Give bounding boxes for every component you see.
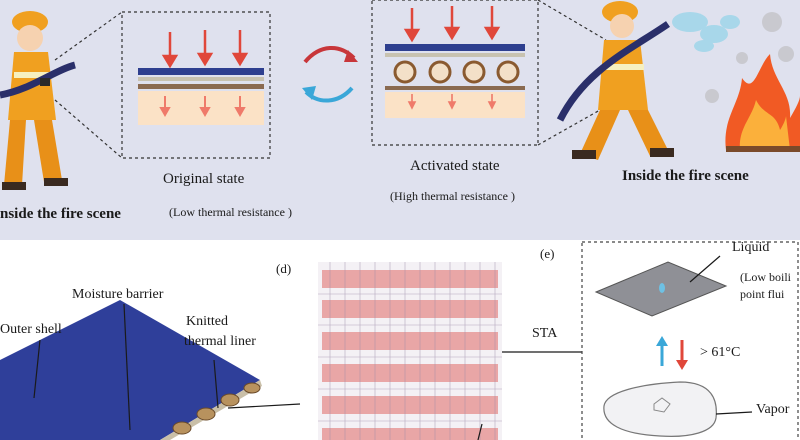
activated-state-panel <box>371 0 539 146</box>
original-state-subtitle: (Low thermal resistance ) <box>169 205 292 219</box>
phase-change-arrows-icon <box>656 336 688 370</box>
fire-scene-label-left: nside the fire scene <box>0 206 121 222</box>
fabric-leader-lines <box>33 303 301 431</box>
panel-d-label: (d) <box>276 261 292 276</box>
moisture-barrier-label: Moisture barrier <box>72 287 164 302</box>
outer-shell-label: Outer shell <box>0 322 62 337</box>
vapor-label: Vapor <box>756 402 790 417</box>
smoke-icon <box>705 12 794 103</box>
activated-state-subtitle: (High thermal resistance ) <box>390 189 515 203</box>
original-state-panel <box>121 11 271 159</box>
sta-label: STA <box>532 326 558 341</box>
fabric-layers-illustration <box>0 300 262 440</box>
low-boiling-label-line2: point flui <box>740 287 785 301</box>
fire-scene-label-right: Inside the fire scene <box>622 168 749 184</box>
panel-e-frame <box>581 241 799 440</box>
liquid-label: Liquid <box>732 240 770 255</box>
zoom-lines-left <box>54 11 123 159</box>
fire-icon <box>725 54 800 152</box>
liquid-pouch-icon <box>594 261 728 317</box>
water-spray-icon <box>672 12 740 52</box>
firefighter-right-icon <box>556 1 674 160</box>
knitted-liner-label-line2: thermal liner <box>184 334 256 349</box>
vapor-pouch-icon <box>603 381 717 437</box>
firefighter-left-icon <box>0 11 76 190</box>
top-banner <box>0 0 800 240</box>
activated-state-title: Activated state <box>410 158 500 174</box>
temperature-label: > 61°C <box>700 345 741 360</box>
original-state-title: Original state <box>163 171 245 187</box>
zoom-lines-right <box>537 0 607 146</box>
panel-e-label: (e) <box>540 246 555 261</box>
low-boiling-label-line1: (Low boili <box>740 270 791 284</box>
sta-structure-illustration <box>318 262 502 440</box>
knitted-liner-label-line1: Knitted <box>186 314 228 329</box>
